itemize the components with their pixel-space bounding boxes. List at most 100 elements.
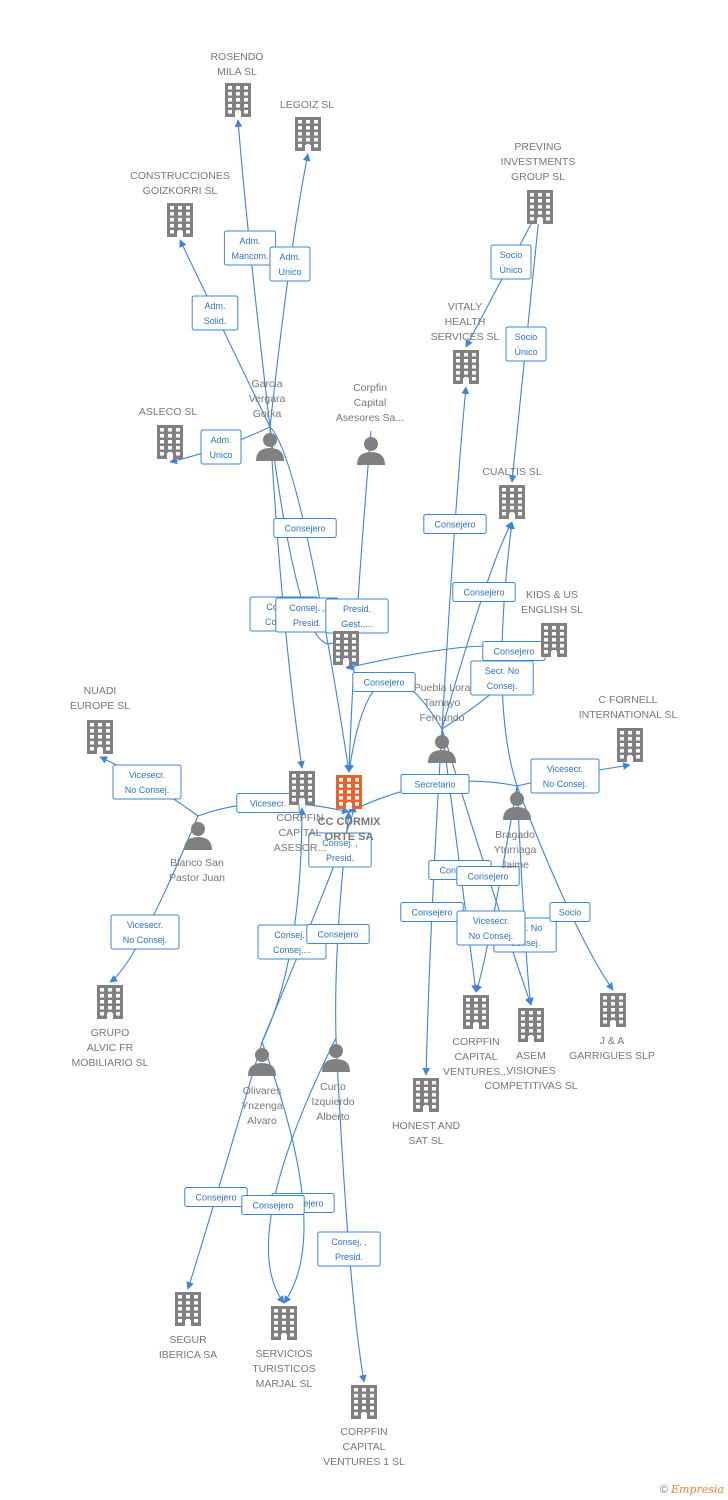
- edge-label-text: Presid.: [326, 853, 354, 863]
- building-icon: [518, 1008, 544, 1042]
- edge-label-text: Secretario: [414, 780, 455, 790]
- edge-label[interactable]: Adm.Unico: [269, 246, 311, 282]
- edge-label[interactable]: Consejero: [482, 641, 546, 661]
- person-icon: [256, 433, 284, 461]
- node-label: GRUPO: [91, 1027, 130, 1039]
- node-label: Vergara: [249, 393, 286, 405]
- edge-label[interactable]: Presid.Gest.,...: [325, 598, 389, 634]
- node-label: Olivares: [243, 1085, 282, 1097]
- edge-label[interactable]: Consejero: [452, 582, 516, 602]
- edge-blanco-grupoalvic: [109, 815, 199, 983]
- edge-label-text: Consej. ,: [289, 603, 325, 613]
- edge-label-text: Presid.: [343, 604, 371, 614]
- node-label: GARRIGUES SLP: [569, 1050, 655, 1062]
- edge-label[interactable]: Consejero: [400, 902, 464, 922]
- edge-label[interactable]: Vicesecr.No Consej.: [530, 758, 600, 794]
- edge-label-text: Mancom.: [231, 251, 268, 261]
- edge-label-text: Consej. ,: [322, 838, 358, 848]
- edge-label-text: Consejero: [411, 908, 452, 918]
- edge-label[interactable]: Consejero: [423, 514, 487, 534]
- edge-label[interactable]: Consejero: [184, 1187, 248, 1207]
- node-cfornell[interactable]: C FORNELL INTERNATIONAL SL: [579, 694, 678, 762]
- edge-label-text: Vicesecr.: [127, 920, 163, 930]
- edge-label-text: Secr. No: [485, 666, 520, 676]
- edge-label[interactable]: Consejero: [241, 1195, 305, 1215]
- edge-label[interactable]: Consejero: [456, 866, 520, 886]
- node-label: SERVICIOS: [256, 1348, 313, 1360]
- edge-label[interactable]: Vicesecr.No Consej.: [456, 910, 526, 946]
- node-label: Garcia: [252, 378, 283, 390]
- edge-label[interactable]: Consejero: [306, 924, 370, 944]
- edge-label[interactable]: Consejero: [273, 518, 337, 538]
- edge-label[interactable]: Vicesecr.No Consej.: [110, 914, 180, 950]
- building-icon: [333, 631, 359, 665]
- edge-label-text: Socio: [559, 908, 582, 918]
- node-corpfinasesor[interactable]: CORPFINCAPITALASESOR...: [274, 771, 327, 854]
- edge-label[interactable]: Consejero: [352, 672, 416, 692]
- brand-name[interactable]: Empresia: [671, 1483, 724, 1496]
- edge-label-text: Consejero: [363, 678, 404, 688]
- node-label: GOIZKORRI SL: [143, 185, 218, 197]
- node-label: VITALY: [448, 301, 483, 313]
- edge-label[interactable]: Secretario: [400, 774, 470, 794]
- node-label: SEGUR: [169, 1334, 207, 1346]
- node-label: EUROPE SL: [70, 700, 130, 712]
- edge-label[interactable]: Adm.Solid.: [191, 295, 239, 331]
- node-label: C FORNELL: [599, 694, 658, 706]
- node-label: LEGOIZ SL: [280, 99, 334, 111]
- copyright-symbol: ©: [659, 1484, 668, 1496]
- building-icon: [527, 190, 553, 224]
- edge-label-text: Vicesecr.: [129, 770, 165, 780]
- edge-label-text: Adm.: [239, 236, 260, 246]
- edge-label-text: Socio: [500, 250, 523, 260]
- person-icon: [428, 735, 456, 763]
- person-icon: [184, 822, 212, 850]
- edge-label[interactable]: Socio: [549, 902, 591, 922]
- edge-label[interactable]: Consej. , Presid.: [308, 832, 372, 868]
- node-label: CC CORMIX: [318, 816, 382, 828]
- node-cualtis[interactable]: CUALTIS SL: [482, 466, 542, 519]
- building-icon: [271, 1306, 297, 1340]
- edge-label[interactable]: Adm. Mancom.: [223, 230, 277, 266]
- node-legoiz[interactable]: LEGOIZ SL: [280, 99, 334, 151]
- node-label: VENTURES 1 SL: [323, 1456, 405, 1468]
- node-asleco[interactable]: ASLECO SL: [139, 406, 198, 459]
- edge-label-text: Solid.: [204, 316, 227, 326]
- node-label: CAPITAL: [279, 827, 322, 839]
- edge-label[interactable]: Adm.Unico: [200, 429, 242, 465]
- edge-label[interactable]: Consej. ,Presid.: [317, 1231, 381, 1267]
- node-midco[interactable]: [333, 631, 359, 665]
- building-icon: [225, 83, 251, 117]
- node-label: INTERNATIONAL SL: [579, 709, 678, 721]
- edge-label[interactable]: Vicesecr.No Consej.: [112, 764, 182, 800]
- node-label: KIDS & US: [526, 589, 578, 601]
- edge-label-text: Consejero: [252, 1201, 293, 1211]
- node-corpfinventures[interactable]: CORPFINCAPITALVENTURES...: [443, 995, 509, 1078]
- node-label: Puebla Lora: [414, 682, 471, 694]
- edge-label-text: Consej....: [273, 945, 311, 955]
